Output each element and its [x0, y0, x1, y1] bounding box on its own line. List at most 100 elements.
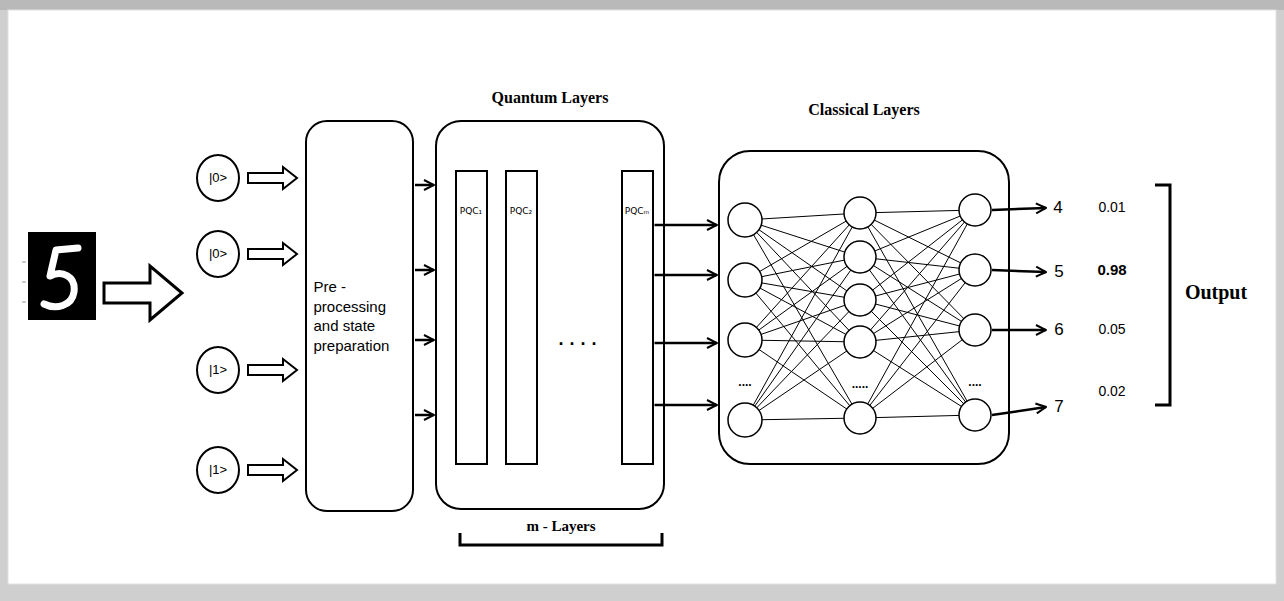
- neuron: [844, 402, 876, 434]
- block-arrow: [248, 167, 297, 189]
- neuron: [844, 241, 876, 273]
- weight: [745, 280, 860, 418]
- class-label: 6: [1054, 321, 1063, 340]
- input-arrow: [104, 266, 182, 320]
- neuron: [844, 326, 876, 358]
- process-box: Pre - processing and state preparation: [305, 120, 414, 512]
- group-heading: Quantum Layers: [492, 88, 609, 107]
- state-label: |0>: [209, 170, 227, 186]
- neuron: [728, 403, 762, 437]
- weight: [745, 280, 860, 342]
- output-arrow: [992, 407, 1046, 415]
- neuron: [959, 399, 991, 431]
- weight: [860, 342, 975, 415]
- weight: [745, 300, 860, 420]
- frame-top: [0, 0, 1284, 10]
- neuron: [959, 314, 991, 346]
- weight: [860, 210, 975, 342]
- tick: [22, 262, 26, 263]
- weight: [860, 257, 975, 330]
- qubit-state: |1>: [196, 346, 240, 394]
- neuron: [959, 254, 991, 286]
- bracket-label: m - Layers: [526, 518, 595, 535]
- weight: [745, 340, 860, 418]
- neuron: [959, 194, 991, 226]
- pqc-block: PQCₘ: [621, 170, 654, 465]
- weight: [860, 300, 975, 415]
- process-label: Pre - processing and state preparation: [314, 277, 406, 355]
- probability: 0.98: [1097, 262, 1126, 279]
- digit-stroke: [44, 248, 78, 307]
- neuron: [844, 197, 876, 229]
- layer-group: Quantum LayersPQC₁PQC₂PQCₘ: [435, 120, 665, 510]
- neuron: [844, 284, 876, 316]
- state-label: |1>: [209, 462, 227, 478]
- probability: 0.05: [1098, 322, 1125, 337]
- class-label: 4: [1053, 199, 1062, 218]
- pqc-label: PQCₘ: [625, 206, 649, 217]
- qubit-state: |0>: [196, 230, 240, 278]
- weight: [745, 342, 860, 420]
- weight: [860, 330, 975, 418]
- neuron: [728, 323, 762, 357]
- class-label: 7: [1054, 398, 1063, 417]
- panel: [8, 10, 1276, 584]
- output-arrow: [992, 329, 1046, 332]
- output-arrow: [992, 270, 1046, 272]
- layer-group: Classical Layers: [718, 150, 1010, 465]
- ellipsis: ....: [737, 376, 752, 389]
- probability: 0.02: [1098, 384, 1125, 399]
- weight: [860, 210, 975, 418]
- pqc-block: PQC₁: [455, 170, 488, 465]
- weight: [860, 270, 975, 300]
- signal-arrow: [415, 184, 434, 187]
- ellipsis: ....: [967, 376, 982, 389]
- weight: [860, 210, 975, 257]
- pqc-block: PQC₂: [505, 170, 538, 465]
- signal-arrow: [415, 339, 434, 342]
- probability: 0.01: [1098, 200, 1125, 215]
- group-heading: Classical Layers: [808, 100, 920, 119]
- ellipsis: .....: [851, 378, 870, 391]
- tick: [22, 282, 26, 283]
- network-weights: [745, 210, 975, 420]
- block-arrow: [248, 243, 297, 265]
- image-ground: [28, 232, 96, 320]
- signal-arrow: [415, 414, 434, 417]
- block-arrow: [248, 359, 297, 381]
- weight: [745, 257, 860, 340]
- block-arrow: [248, 459, 297, 481]
- qubit-state: |1>: [196, 446, 240, 494]
- weight: [860, 257, 975, 415]
- output-arrows: [992, 208, 1046, 415]
- weight: [745, 213, 860, 420]
- digit-image: [22, 232, 96, 320]
- layers-bracket: [460, 533, 662, 545]
- ellipsis: · · · ·: [559, 335, 598, 355]
- pqc-label: PQC₂: [510, 206, 532, 217]
- tick: [22, 302, 26, 303]
- class-label: 5: [1054, 263, 1063, 282]
- weight: [745, 300, 860, 340]
- qubit-state: |0>: [196, 154, 240, 202]
- state-label: |1>: [209, 362, 227, 378]
- weight: [860, 330, 975, 342]
- neuron: [728, 203, 762, 237]
- state-label: |0>: [209, 246, 227, 262]
- weight: [860, 210, 975, 213]
- pqc-label: PQC₁: [460, 206, 482, 217]
- output-label: Output: [1185, 281, 1247, 303]
- neuron: [728, 263, 762, 297]
- network-neurons: [728, 194, 991, 437]
- weight: [860, 415, 975, 418]
- output-bracket: [1155, 185, 1170, 405]
- weight: [860, 210, 975, 300]
- weight: [860, 270, 975, 418]
- weight: [860, 270, 975, 342]
- output-arrow: [992, 208, 1046, 210]
- signal-arrow: [415, 269, 434, 272]
